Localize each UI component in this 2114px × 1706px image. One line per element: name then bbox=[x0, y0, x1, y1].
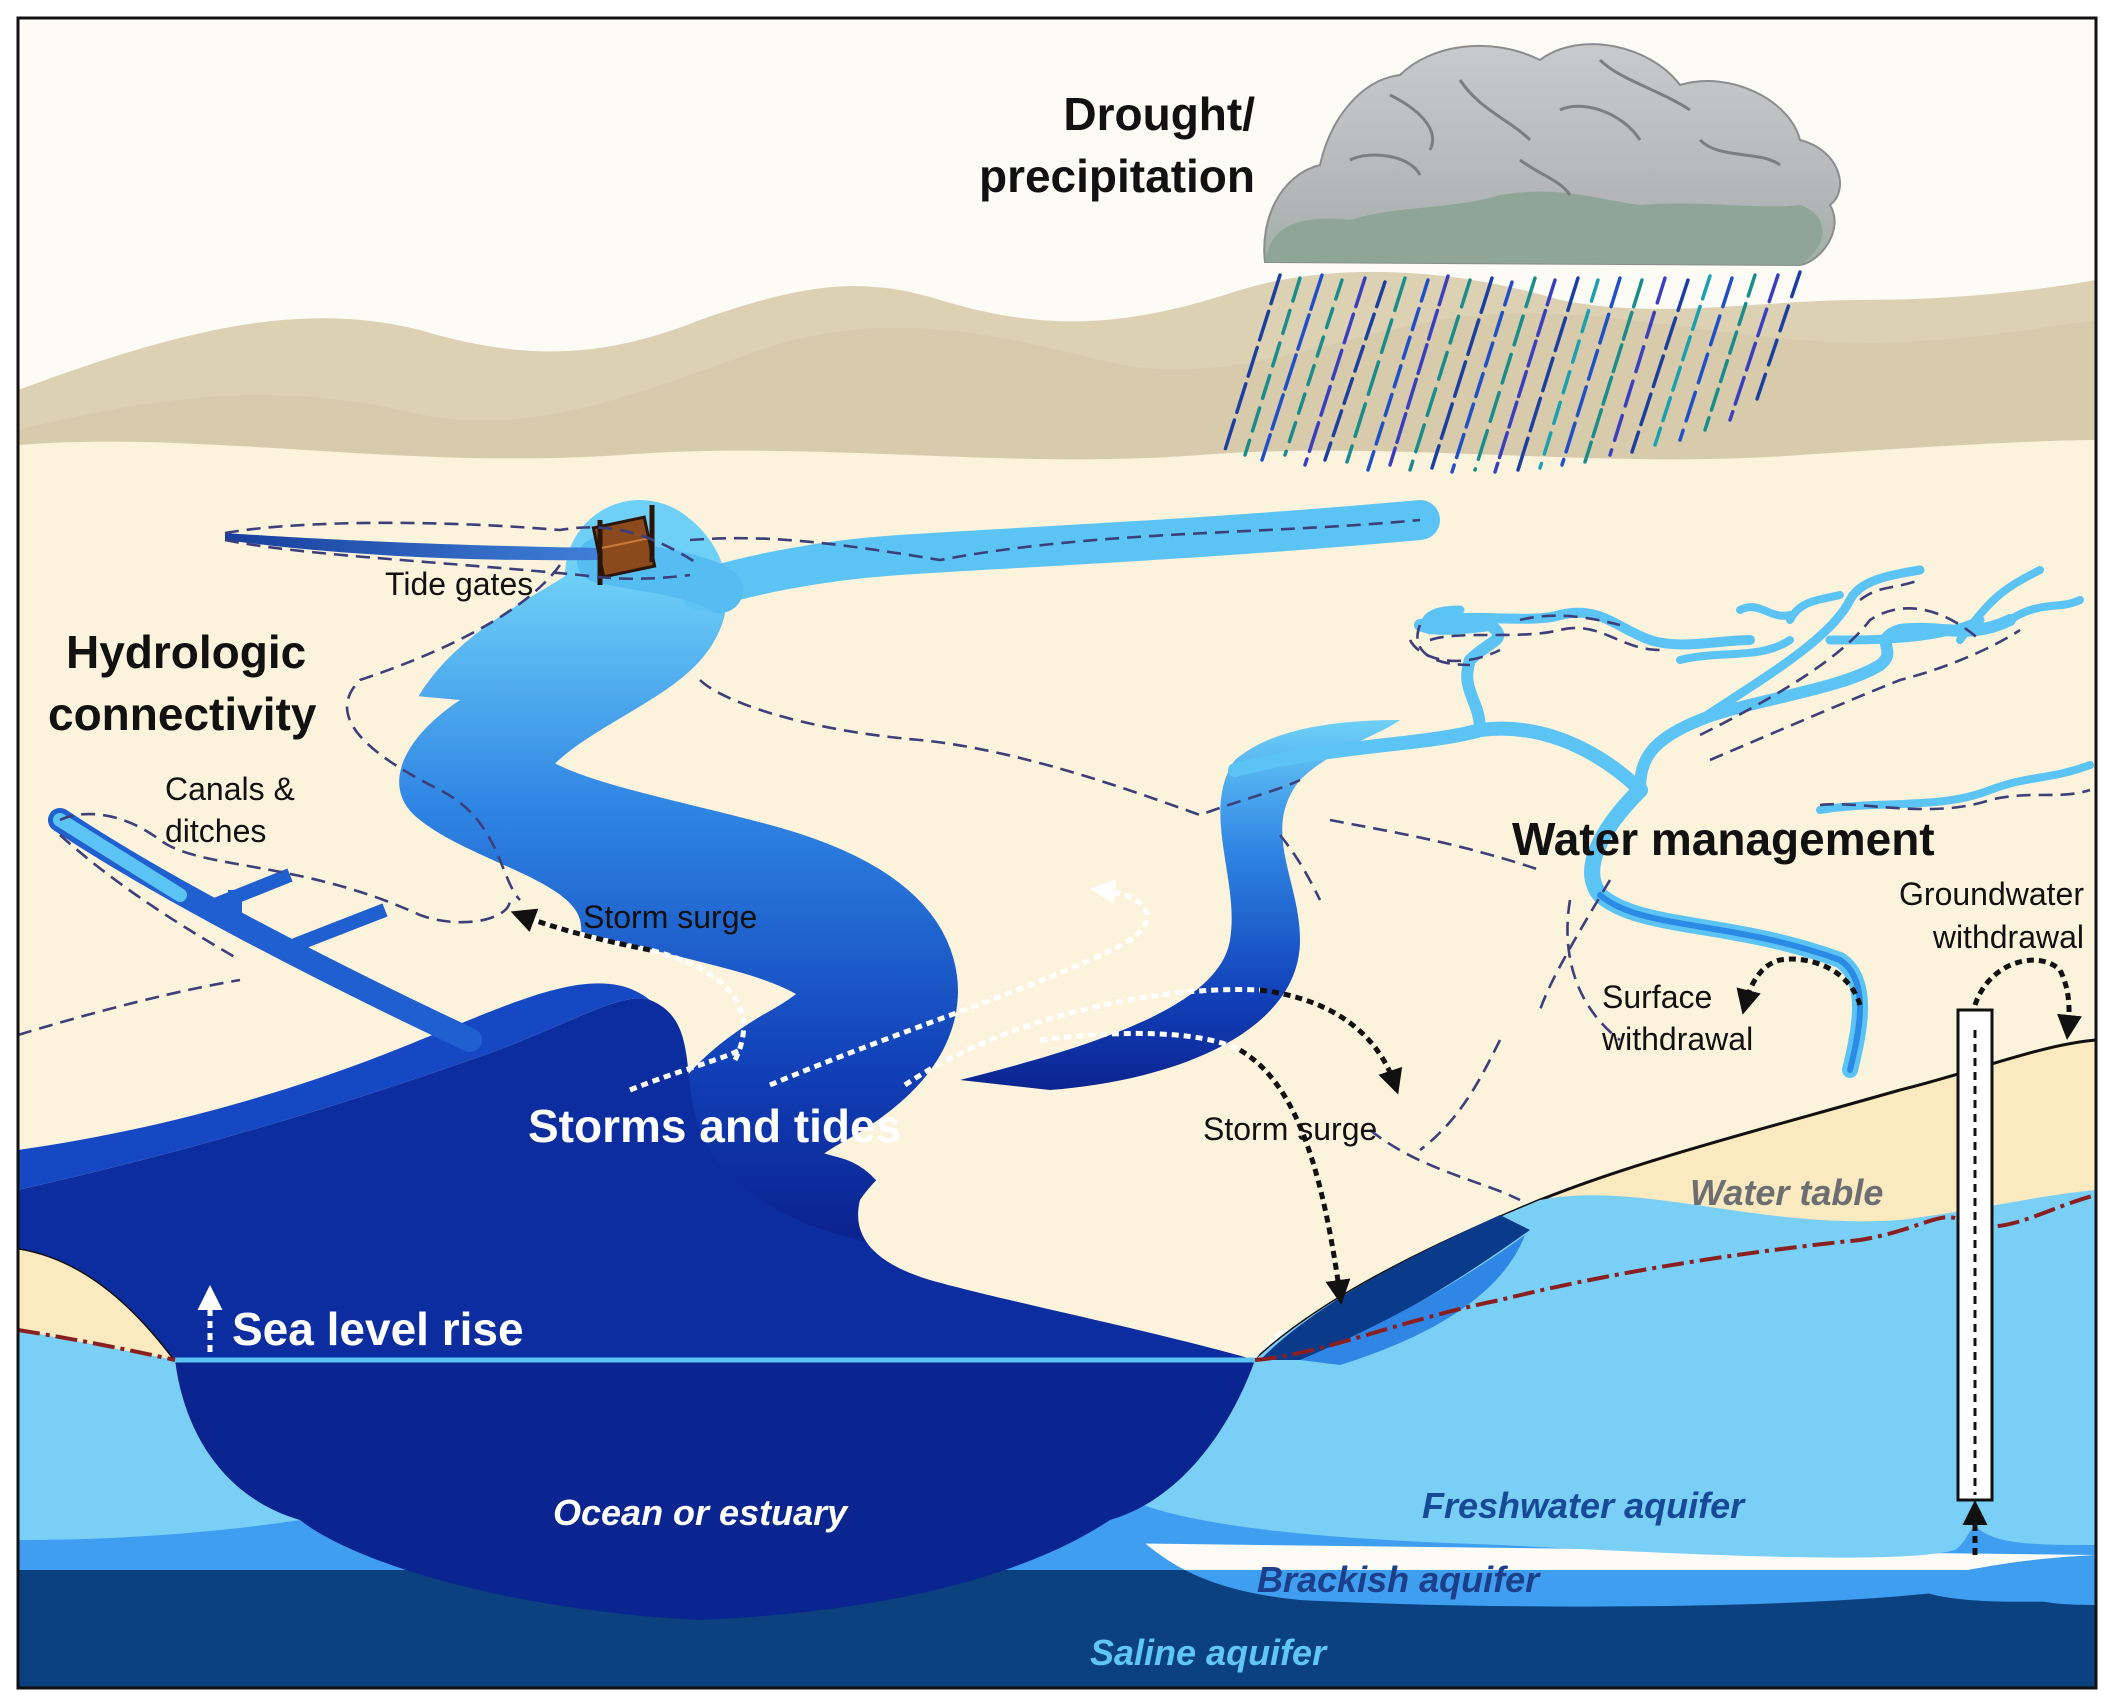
freshwater-lens bbox=[1260, 1215, 1530, 1360]
peninsula-land bbox=[858, 1058, 1520, 1360]
tide-gates-label: Tide gates bbox=[385, 566, 533, 602]
ditch-3 bbox=[292, 903, 388, 952]
rain-cloud-icon bbox=[1263, 43, 1841, 267]
surface-label-line1: Surface bbox=[1602, 979, 1712, 1015]
estuary-upper bbox=[18, 983, 650, 1190]
drought-label-line2: precipitation bbox=[979, 150, 1255, 202]
storm-surge-left-label: Storm surge bbox=[583, 899, 757, 935]
sea-level-rise-label: Sea level rise bbox=[232, 1303, 524, 1355]
river-main-course bbox=[397, 500, 958, 1305]
drought-label-line1: Drought/ bbox=[1063, 88, 1255, 140]
surface-withdrawal-arrow bbox=[1736, 956, 1863, 1015]
hydrologic-label-line2: connectivity bbox=[48, 688, 317, 740]
water-management-label: Water management bbox=[1512, 813, 1935, 865]
ocean-label: Ocean or estuary bbox=[553, 1492, 849, 1533]
storm-surge-arrow-right bbox=[903, 987, 1403, 1305]
hydrologic-label-line1: Hydrologic bbox=[66, 626, 306, 678]
freshwater-aquifer-label: Freshwater aquifer bbox=[1422, 1485, 1746, 1526]
groundwater-label-line2: withdrawal bbox=[1932, 919, 2084, 955]
river-upper-branch bbox=[680, 500, 1440, 610]
water-table-label: Water table bbox=[1690, 1172, 1883, 1213]
tidal-creek bbox=[225, 533, 600, 561]
tide-arrow-center bbox=[629, 879, 1150, 1093]
storm-surge-right-label: Storm surge bbox=[1203, 1111, 1377, 1147]
watershed-boundaries bbox=[18, 518, 2091, 1202]
canals-label-line2: ditches bbox=[165, 813, 266, 849]
surface-stream-core bbox=[1597, 892, 1863, 1073]
freshwater-aquifer-left bbox=[18, 1330, 300, 1540]
ocean-basin bbox=[175, 1360, 1255, 1620]
groundwater-label-line1: Groundwater bbox=[1899, 876, 2084, 912]
rain-streaks bbox=[1223, 270, 1802, 474]
storms-tides-label: Storms and tides bbox=[528, 1100, 901, 1152]
canals-label-line1: Canals & bbox=[165, 771, 295, 807]
left-inner-land bbox=[18, 660, 582, 1150]
brackish-aquifer-label: Brackish aquifer bbox=[1257, 1559, 1541, 1600]
diagram-frame bbox=[16, 16, 2098, 1690]
groundwater-well-icon bbox=[1956, 1008, 1994, 1555]
canal-highlight bbox=[53, 813, 187, 902]
groundwater-withdrawal-arrow bbox=[1972, 957, 2082, 1040]
tributary-network bbox=[1228, 565, 2094, 814]
ditch-1 bbox=[212, 868, 293, 912]
water-table-line bbox=[18, 1193, 2096, 1362]
tide-gate-icon bbox=[591, 505, 657, 585]
freshwater-lens-light bbox=[1300, 1235, 1525, 1365]
storm-surge-arrow-left bbox=[510, 908, 747, 1062]
surface-label-line2: withdrawal bbox=[1601, 1021, 1753, 1057]
river-right-branch bbox=[960, 720, 1400, 1090]
saline-aquifer-label: Saline aquifer bbox=[1090, 1632, 1328, 1673]
